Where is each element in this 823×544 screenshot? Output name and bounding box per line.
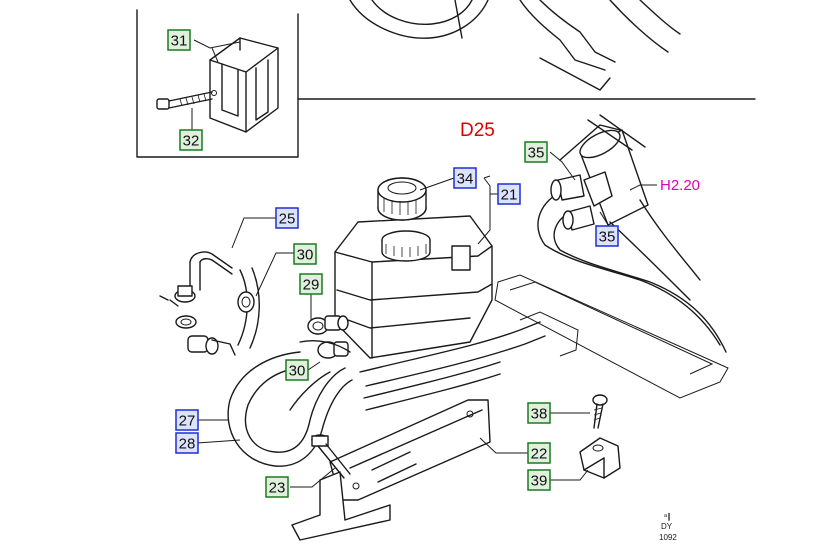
callout-number: 23 [269,480,286,497]
reservoir-cap-drawing [377,177,427,221]
callout-34: 34 [453,167,477,189]
callout-32: 32 [179,129,203,151]
callout-number: 21 [501,187,518,204]
callout-number: 30 [297,247,314,264]
callout-35: 35 [595,225,619,247]
callout-27: 27 [175,409,199,431]
bracket-22-drawing [291,399,491,541]
callout-box [275,207,299,229]
union-fittings-35 [550,171,613,231]
callout-box [527,442,551,464]
callout-21: 21 [497,183,521,205]
callout-box [453,167,477,189]
reservoir-drawing [334,215,493,359]
top-partial-parts [349,0,681,91]
callout-number: 27 [179,413,196,430]
callout-25: 25 [275,207,299,229]
left-fittings [159,285,255,356]
callout-box [293,243,317,265]
callout-number: 31 [171,33,188,50]
inset-detail-frame [136,9,756,158]
callout-number: 28 [179,436,196,453]
callout-box [527,402,551,424]
callout-box [527,469,551,491]
mounting-block-drawing [209,37,279,133]
callout-box [285,359,309,381]
callout-box [175,409,199,431]
callout-39: 39 [527,469,551,491]
callout-number: 30 [289,363,306,380]
callout-23: 23 [265,476,289,498]
callout-number: 25 [279,211,296,228]
bolt-32-drawing [156,91,213,110]
hose-clips-29-30 [299,315,351,359]
callout-box [524,141,548,163]
callout-layer: 31 32 35 35 34 21 25 30 29 30 27 28 23 22 38 39 [167,29,619,498]
callout-box [595,225,619,247]
bolt-23-drawing [311,434,351,479]
callout-22: 22 [527,442,551,464]
section-code-label: D25 [460,120,495,141]
callout-28: 28 [175,432,199,454]
footer-symbol: ᵃ∥ [664,512,671,521]
callout-number: 35 [528,145,545,162]
callout-31: 31 [167,29,191,51]
reference-code-label: H2.20 [660,177,700,194]
callout-box [175,432,199,454]
callout-box [497,183,521,205]
callout-box [265,476,289,498]
callout-box [179,129,203,151]
callout-box [167,29,191,51]
steering-column-drawing [579,114,701,301]
clip-39-drawing [579,437,621,479]
callout-number: 35 [599,229,616,246]
hose-lines [189,124,729,467]
callout-box [299,273,323,295]
footer-mark: DY [661,522,673,531]
callout-30: 30 [285,359,309,381]
callout-number: 29 [303,277,320,294]
leader-lines [191,39,657,488]
callout-38: 38 [527,402,551,424]
callout-number: 38 [531,406,548,423]
callout-number: 39 [531,473,548,490]
callout-30: 30 [293,243,317,265]
screw-38-drawing [592,394,608,429]
callout-35: 35 [524,141,548,163]
callout-number: 34 [457,171,474,188]
callout-number: 32 [183,133,200,150]
callout-29: 29 [299,273,323,295]
footer-number: 1092 [659,533,677,542]
callout-number: 22 [531,446,548,463]
